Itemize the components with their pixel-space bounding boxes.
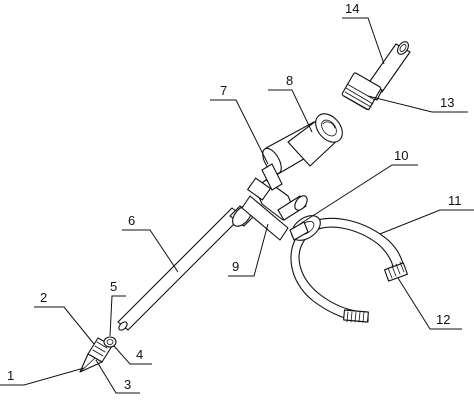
leader-14 bbox=[342, 17, 385, 65]
leader-4 bbox=[113, 345, 152, 365]
numeral-10: 10 bbox=[394, 148, 408, 163]
numeral-13: 13 bbox=[440, 95, 454, 110]
leader-8 bbox=[268, 89, 313, 133]
numeral-8: 8 bbox=[286, 73, 293, 88]
reference-numerals: 1 2 3 4 5 6 7 8 9 10 11 12 13 14 bbox=[7, 1, 462, 392]
leader-5 bbox=[109, 295, 126, 337]
leader-12 bbox=[397, 277, 462, 330]
leader-lines bbox=[0, 17, 474, 394]
leader-13 bbox=[367, 95, 468, 113]
numeral-5: 5 bbox=[110, 279, 117, 294]
numeral-2: 2 bbox=[40, 290, 47, 305]
numeral-12: 12 bbox=[436, 312, 450, 327]
numeral-4: 4 bbox=[136, 347, 143, 362]
numeral-3: 3 bbox=[124, 377, 131, 392]
numeral-7: 7 bbox=[220, 83, 227, 98]
tip-assembly bbox=[79, 336, 117, 373]
numeral-6: 6 bbox=[128, 213, 135, 228]
threaded-sleeve bbox=[341, 72, 383, 111]
leader-9 bbox=[228, 223, 269, 277]
numeral-1: 1 bbox=[7, 368, 14, 383]
leader-3 bbox=[95, 359, 140, 394]
tube-cap-part bbox=[341, 41, 411, 111]
leader-1 bbox=[0, 367, 85, 386]
numeral-14: 14 bbox=[345, 1, 359, 16]
numeral-11: 11 bbox=[448, 193, 462, 208]
leader-6 bbox=[122, 229, 179, 273]
main-shaft bbox=[117, 207, 243, 331]
numeral-9: 9 bbox=[232, 259, 239, 274]
ring-clamp bbox=[289, 215, 408, 323]
leader-7 bbox=[210, 99, 269, 165]
leader-10 bbox=[299, 164, 418, 225]
leader-11 bbox=[379, 209, 474, 235]
leader-2 bbox=[34, 306, 95, 345]
handle-hub bbox=[229, 113, 343, 241]
